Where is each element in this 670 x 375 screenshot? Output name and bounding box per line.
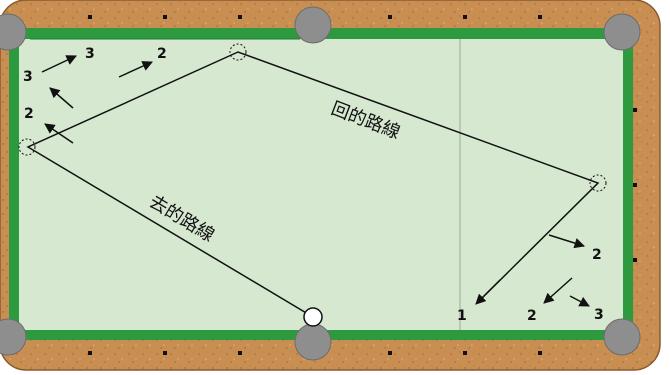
contact-point-left [18, 138, 36, 156]
cue-ball [303, 307, 323, 327]
arrow-bottom-2 [569, 295, 590, 307]
number-label: 3 [23, 69, 33, 85]
arrow-bottom-1 [543, 277, 573, 304]
pocket-top-middle [294, 6, 332, 44]
rail-diamonds [88, 15, 637, 355]
arrow-right [548, 234, 586, 249]
felt [19, 39, 623, 330]
number-label: 2 [592, 247, 602, 263]
direction-arrows [41, 55, 590, 307]
contact-point-top [229, 43, 247, 61]
number-label: 2 [527, 308, 537, 324]
pocket-bottom-left [0, 318, 27, 356]
number-label: 2 [24, 106, 34, 122]
number-label: 3 [85, 46, 95, 62]
pocket-top-right [603, 13, 641, 51]
pocket-bottom-right [603, 318, 641, 356]
pocket-bottom-middle [294, 323, 332, 361]
arrow-top-left-3 [49, 87, 74, 109]
ball-path [26, 51, 600, 318]
arrow-top-left-1 [41, 55, 77, 73]
arrow-top-left-2 [118, 61, 153, 78]
number-label: 2 [157, 46, 167, 62]
pocket-top-left [0, 13, 27, 51]
arrow-top-left-4 [44, 123, 74, 144]
number-label: 3 [594, 307, 604, 323]
contact-point-right [589, 174, 607, 192]
pockets [0, 6, 641, 361]
number-label: 1 [457, 308, 467, 324]
path-final-arrow [475, 279, 501, 305]
